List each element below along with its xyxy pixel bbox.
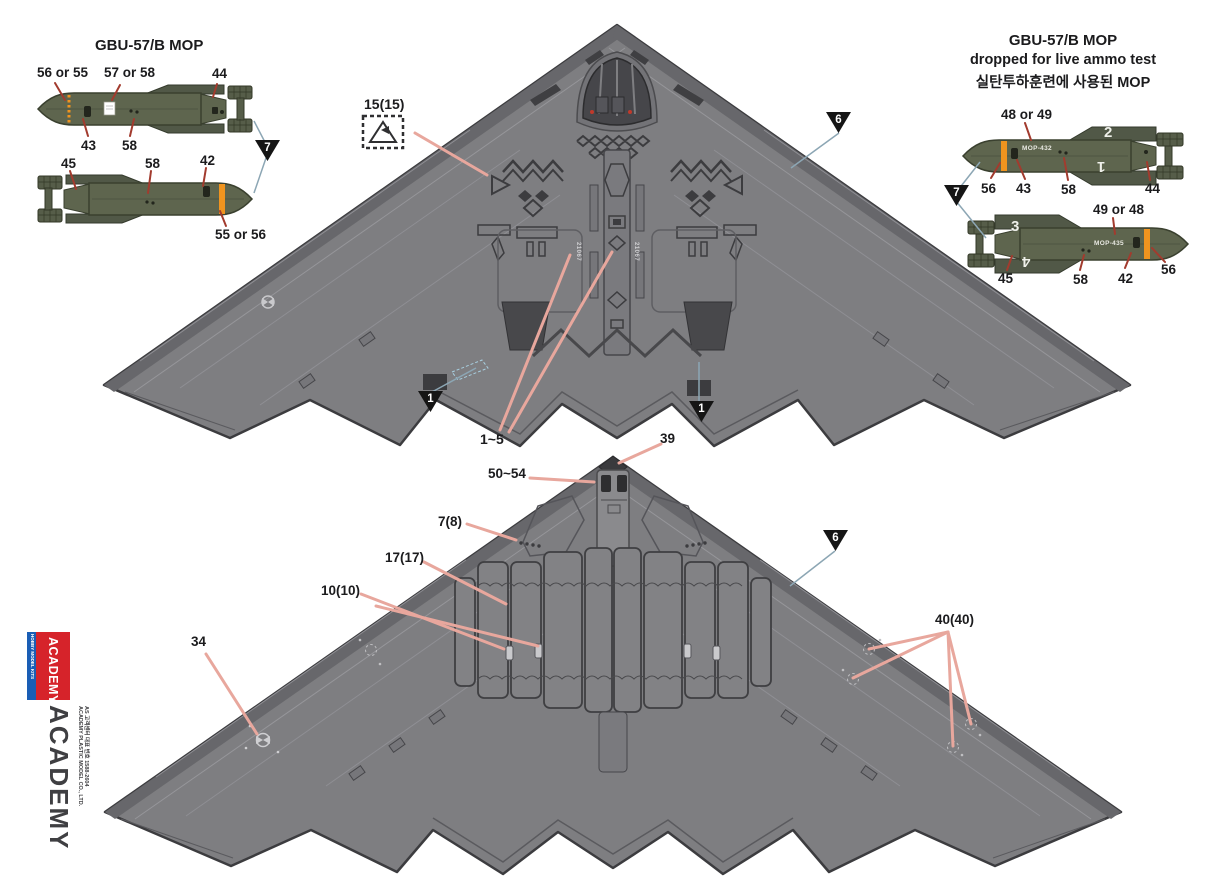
callout-7-8: 7(8) [438, 514, 463, 529]
fin-number-1: 1 [1097, 158, 1106, 175]
callout-39: 39 [660, 431, 676, 446]
callout-56-right-top: 56 [981, 181, 997, 196]
callout-58-left-top: 58 [122, 138, 138, 153]
callout-17-17: 17(17) [385, 550, 425, 565]
logo-brand: ACADEMY [46, 637, 60, 704]
callout-58-left-bottom: 58 [145, 156, 161, 171]
spine-serial-right: 21067 [633, 242, 639, 262]
logo-red-box [36, 632, 70, 700]
callout-40-40: 40(40) [935, 612, 975, 627]
callout-58-right-bottom: 58 [1073, 272, 1089, 287]
callout-45-left: 45 [61, 156, 77, 171]
bomb-decal-mop-435: MOP-435 [1094, 240, 1124, 247]
paint-symbol-box [361, 114, 405, 150]
callout-43-left: 43 [81, 138, 97, 153]
callout-44-right: 44 [1145, 181, 1161, 196]
callout-56-right-bottom: 56 [1161, 262, 1177, 277]
red-leader-lines [54, 82, 1166, 271]
left-bomb-top-drawing [36, 84, 253, 134]
callout-43-right: 43 [1016, 181, 1032, 196]
right-bomb-bottom-drawing [967, 214, 1190, 274]
callout-10-10: 10(10) [321, 583, 361, 598]
callout-56-or-55: 56 or 55 [37, 65, 89, 80]
left-group-title: GBU-57/B MOP [95, 37, 204, 54]
pink-leader-lines [204, 131, 973, 748]
callout-55-or-56: 55 or 56 [215, 227, 267, 242]
left-bomb-bottom-drawing [37, 174, 254, 224]
right-group-title-line2: dropped for live ammo test [969, 52, 1157, 68]
bomb-decal-mop-432: MOP-432 [1022, 145, 1052, 152]
logo-blue-strip [27, 632, 36, 700]
spine-serial-left: 21067 [575, 242, 581, 262]
logo-service: AS 고객센터 대표 번호 1588-2604 [83, 706, 89, 787]
bottom-view-drawing [103, 455, 1123, 876]
right-group-title-line3: 실탄투하훈련에 사용된 MOP [975, 75, 1151, 91]
callout-42-right: 42 [1118, 271, 1134, 286]
logo-wordmark: ACADEMY [44, 705, 74, 851]
fin-number-2: 2 [1104, 124, 1113, 141]
callout-48-or-49: 48 or 49 [1001, 107, 1053, 122]
logo-tagline: HOBBY MODEL KITS [30, 634, 35, 680]
callout-57-or-58: 57 or 58 [104, 65, 156, 80]
callout-44-left: 44 [212, 66, 228, 81]
right-group-title-line1: GBU-57/B MOP [1008, 32, 1118, 49]
fin-number-3: 3 [1011, 218, 1020, 235]
right-bomb-top-drawing [961, 126, 1184, 186]
callout-45-right: 45 [998, 271, 1014, 286]
callout-49-or-48: 49 or 48 [1093, 202, 1145, 217]
callout-50-to-54: 50~54 [488, 466, 526, 481]
fin-number-4: 4 [1022, 253, 1031, 270]
callout-1-to-5: 1~5 [480, 431, 504, 447]
top-view-drawing [102, 23, 1132, 448]
callout-58-right-top: 58 [1061, 182, 1077, 197]
callout-34: 34 [191, 634, 207, 649]
callout-15-15: 15(15) [364, 96, 405, 112]
callout-42-left: 42 [200, 153, 216, 168]
